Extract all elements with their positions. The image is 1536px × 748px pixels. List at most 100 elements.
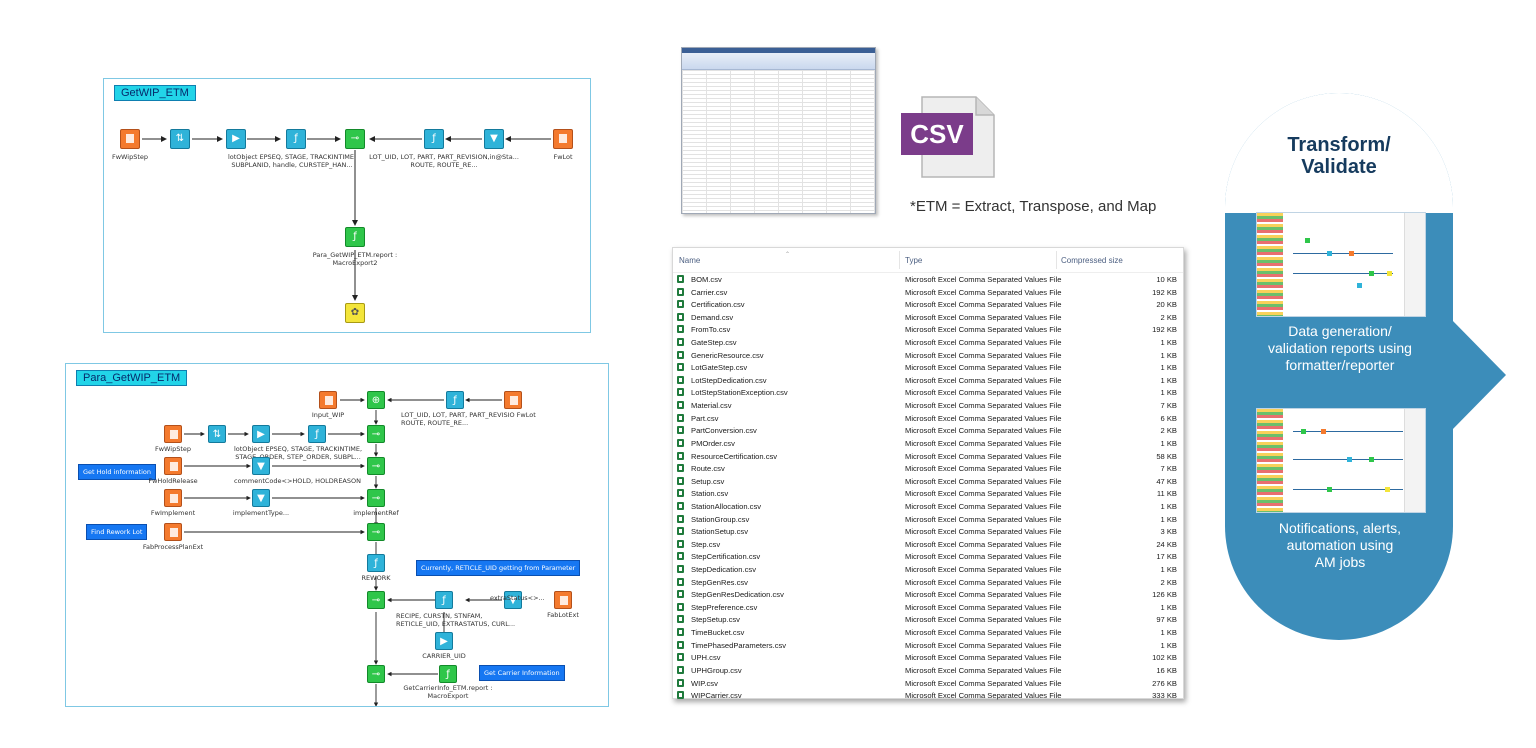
fwwipstep-node[interactable]	[164, 425, 182, 443]
fwlot-node[interactable]	[553, 129, 573, 149]
join-node-4[interactable]: ⊸	[367, 523, 385, 541]
node-label: FabProcessPlanExt	[142, 543, 204, 551]
transform-node[interactable]: ⇅	[208, 425, 226, 443]
excel-file-icon	[677, 527, 684, 536]
filter-node-3[interactable]: ▼	[504, 591, 522, 609]
file-type: Microsoft Excel Comma Separated Values F…	[905, 602, 1062, 612]
filter-node[interactable]: ▼	[252, 457, 270, 475]
file-name: LotGateStep.csv	[691, 363, 748, 373]
function-node-3[interactable]: ƒ	[435, 591, 453, 609]
play-node[interactable]: ▶	[252, 425, 270, 443]
fwimplement-node[interactable]	[164, 489, 182, 507]
function-node[interactable]: ƒ	[446, 391, 464, 409]
file-name: Material.csv	[691, 401, 732, 411]
rework-node[interactable]: ƒ	[367, 554, 385, 572]
file-size: 276 KB	[1152, 678, 1177, 688]
file-type: Microsoft Excel Comma Separated Values F…	[905, 691, 1062, 701]
join-node-5[interactable]: ⊸	[367, 591, 385, 609]
node-label: lotObject EPSEQ, STAGE, TRACKINTIME, SUB…	[227, 153, 357, 169]
file-type: Microsoft Excel Comma Separated Values F…	[905, 552, 1062, 562]
file-size: 1 KB	[1160, 375, 1177, 385]
join-node-2[interactable]: ⊸	[367, 457, 385, 475]
file-name: LotStepStationException.csv	[691, 388, 788, 398]
function-node[interactable]: ƒ	[308, 425, 326, 443]
column-header-size[interactable]: Compressed size	[1061, 256, 1123, 265]
file-type: Microsoft Excel Comma Separated Values F…	[905, 514, 1062, 524]
fwholdrelease-node[interactable]	[164, 457, 182, 475]
excel-file-icon	[677, 539, 684, 548]
file-type: Microsoft Excel Comma Separated Values F…	[905, 527, 1062, 537]
file-size: 1 KB	[1160, 501, 1177, 511]
fabprocessplanext-node[interactable]	[164, 523, 182, 541]
merge-node[interactable]: ⊕	[367, 391, 385, 409]
play-node-2[interactable]: ▶	[435, 632, 453, 650]
column-header-name[interactable]: Name	[679, 256, 701, 265]
node-label: REWORK	[361, 574, 391, 582]
fwwipstep-node[interactable]	[120, 129, 140, 149]
function-node-2[interactable]: ƒ	[424, 129, 444, 149]
input-wip-node[interactable]	[319, 391, 337, 409]
file-row[interactable]: LotStepStationException.csv Microsoft Exc…	[673, 386, 1183, 399]
macro-export-node[interactable]: ƒ	[439, 665, 457, 683]
column-header-type[interactable]: Type	[905, 256, 923, 265]
excel-file-icon	[677, 426, 684, 435]
file-size: 20 KB	[1156, 300, 1177, 310]
file-type: Microsoft Excel Comma Separated Values F…	[905, 590, 1062, 600]
filter-node-2[interactable]: ▼	[252, 489, 270, 507]
join-node[interactable]: ⊸	[345, 129, 365, 149]
flow-connectors	[142, 136, 551, 301]
file-name: Step.csv	[691, 539, 721, 549]
join-node[interactable]: ⊸	[367, 425, 385, 443]
file-size: 2 KB	[1160, 426, 1177, 436]
macro-export-node[interactable]: ƒ	[345, 227, 365, 247]
file-name: Route.csv	[691, 464, 725, 474]
play-node[interactable]: ▶	[226, 129, 246, 149]
transform-node[interactable]: ⇅	[170, 129, 190, 149]
function-node[interactable]: ƒ	[286, 129, 306, 149]
file-type: Microsoft Excel Comma Separated Values F…	[905, 476, 1062, 486]
join-node-6[interactable]: ⊸	[367, 665, 385, 683]
node-label: implementType...	[232, 509, 290, 517]
file-type: Microsoft Excel Comma Separated Values F…	[905, 388, 1062, 398]
filter-node[interactable]: ▼	[484, 129, 504, 149]
fablotext-node[interactable]	[554, 591, 572, 609]
file-name: PMOrder.csv	[691, 438, 735, 448]
join-node-3[interactable]: ⊸	[367, 489, 385, 507]
end-node[interactable]: ✿	[345, 303, 365, 323]
excel-file-icon	[677, 464, 684, 473]
fwlot-node[interactable]	[504, 391, 522, 409]
